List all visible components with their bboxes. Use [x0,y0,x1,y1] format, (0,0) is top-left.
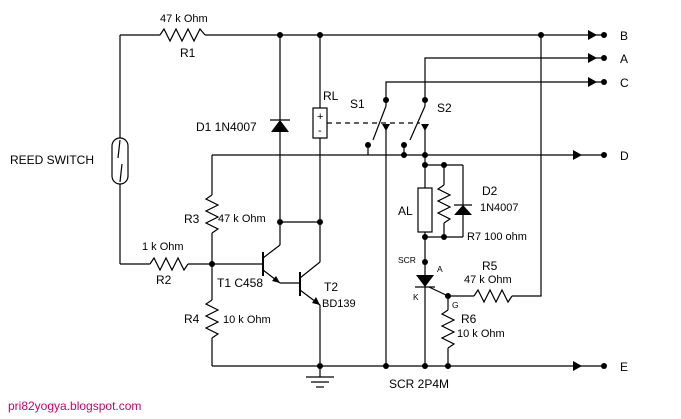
credit-text: pri82yogya.blogspot.com [8,399,141,413]
switch-s1 [367,100,390,366]
d2-label: D2 [482,184,498,198]
cathode-pin-label: K [413,292,419,302]
transistor-t2 [299,222,321,366]
t2-part-label: BD139 [322,298,356,310]
r2-resistor [149,256,189,272]
anode-pin-label: A [437,264,443,274]
r5-label: R5 [482,259,498,273]
alarm-block [417,155,472,262]
relay-plus-label: + [317,111,323,123]
r7-label: R7 100 ohm [467,231,527,243]
al-label: AL [398,204,413,218]
r5-value-label: 47 k Ohm [464,274,512,286]
d2-part-label: 1N4007 [480,202,519,214]
rail-a [424,57,602,100]
t2-label: T2 [324,280,338,294]
t1-label: T1 C458 [217,276,263,290]
d1-label: D1 1N4007 [196,120,257,134]
reed-switch-label: REED SWITCH [10,153,94,167]
r2-label: R2 [156,273,172,287]
r4-label: R4 [184,312,200,326]
rail-b [119,27,602,138]
output-d-label: D [620,149,629,163]
r1-value-label: 47 k Ohm [160,13,208,25]
gate-pin-label: G [452,300,459,310]
output-c-label: C [620,76,629,90]
scr-part-label: SCR 2P4M [389,377,449,391]
r3-value-label: 47 k Ohm [218,213,266,225]
transistor-t1 [262,222,300,284]
r6-value-label: 10 k Ohm [457,328,505,340]
rl-label: RL [323,89,339,103]
reed-switch [111,137,150,265]
relay-minus-label: - [318,125,322,137]
diode-d1 [270,35,290,222]
scr-pin-label: SCR [398,255,416,265]
s1-label: S1 [350,97,365,111]
r4-value-label: 10 k Ohm [223,314,271,326]
r6-label: R6 [461,312,477,326]
r2-value-label: 1 k Ohm [142,241,184,253]
r1-label: R1 [180,46,196,60]
switch-s2 [403,100,429,155]
ground-symbol [306,366,334,388]
junction-dots [209,32,607,369]
s2-label: S2 [437,101,452,115]
output-arrows [573,30,597,371]
r3-label: R3 [184,212,200,226]
output-e-label: E [620,360,628,374]
r5-resistor [473,288,513,304]
scr-thyristor [415,262,474,366]
output-a-label: A [620,52,628,66]
rail-c [385,81,602,100]
output-b-label: B [620,29,628,43]
